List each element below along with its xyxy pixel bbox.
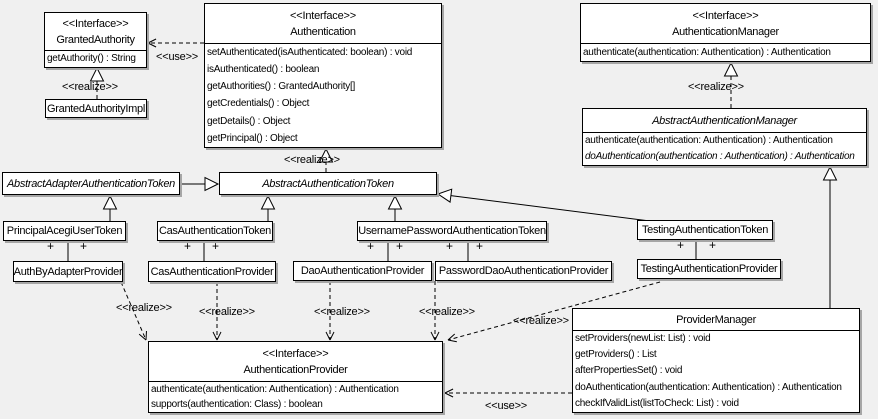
class-name: AuthenticationProvider — [243, 363, 348, 376]
realize-testingprovider-to-authenticationprovider — [447, 281, 661, 343]
edge-label-realize: <<realize>> — [116, 302, 172, 314]
class-name: CasAuthenticationToken — [158, 225, 272, 237]
class-name: GrantedAuthorityImpl — [47, 102, 145, 115]
association-plus-marker: + — [47, 239, 55, 253]
class-name: ProviderManager — [676, 313, 756, 326]
association-plus-marker: + — [184, 239, 192, 253]
class-cas-authentication-token[interactable]: CasAuthenticationToken — [157, 221, 273, 241]
class-stereotype: <<Interface>> — [62, 17, 129, 30]
class-stereotype: <<Interface>> — [290, 9, 356, 22]
gen-castoken-to-abstracttoken — [260, 194, 276, 221]
realize-casprovider-to-authenticationprovider — [212, 282, 222, 341]
gen-abstractadaptertoken-to-abstracttoken — [180, 176, 220, 192]
association-plus-marker: + — [80, 239, 88, 253]
realize-passworddaoprovider-to-authenticationprovider — [430, 281, 440, 341]
class-principal-acegi-user-token[interactable]: PrincipalAcegiUserToken — [3, 221, 126, 241]
class-name: AuthenticationManager — [672, 25, 779, 38]
class-authentication[interactable]: <<Interface>> Authentication setAuthentica… — [204, 3, 442, 148]
realize-abstracttoken-to-authentication — [318, 147, 334, 172]
class-name: AbstractAdapterAuthenticationToken — [7, 177, 175, 190]
edge-label-use: <<use>> — [485, 400, 528, 412]
method: authenticate(authentication: Authenticat… — [585, 135, 833, 146]
class-cas-authentication-provider[interactable]: CasAuthenticationProvider — [148, 261, 276, 282]
edge-label-realize: <<realize>> — [513, 315, 569, 327]
edge-label-realize: <<realize>> — [419, 306, 475, 318]
class-name: PrincipalAcegiUserToken — [6, 225, 123, 237]
class-name: PasswordDaoAuthenticationProvider — [438, 265, 609, 277]
class-testing-authentication-provider[interactable]: TestingAuthenticationProvider — [637, 259, 781, 279]
use-providermanager-to-authenticationprovider — [444, 388, 572, 398]
class-name: DaoAuthenticationProvider — [300, 265, 425, 277]
method: isAuthenticated() : boolean — [207, 64, 320, 76]
gen-testingtoken-to-abstracttoken — [436, 188, 651, 222]
method: getAuthorities() : GrantedAuthority[] — [207, 81, 356, 93]
method: authenticate(authentication: Authenticat… — [583, 47, 831, 58]
association-plus-marker: + — [212, 239, 220, 253]
method: getPrincipal() : Object — [207, 132, 298, 144]
method: getDetails() : Object — [207, 115, 291, 127]
association-plus-marker: + — [709, 238, 717, 252]
class-abstract-adapter-authentication-token[interactable]: AbstractAdapterAuthenticationToken — [2, 172, 180, 195]
method: checkIfValidList(listToCheck: List) : vo… — [575, 397, 739, 409]
class-stereotype: <<Interface>> — [692, 9, 759, 22]
method: getProviders() : List — [575, 349, 657, 361]
class-name: Authentication — [290, 25, 356, 38]
edge-label-realize: <<realize>> — [688, 81, 744, 93]
class-name: AuthByAdapterProvider — [13, 265, 123, 278]
edge-label-use: <<use>> — [156, 51, 199, 63]
method: authenticate(authentication: Authenticat… — [151, 384, 399, 395]
association-plus-marker: + — [446, 239, 454, 253]
class-password-dao-authentication-provider[interactable]: PasswordDaoAuthenticationProvider — [435, 261, 612, 281]
association-plus-marker: + — [396, 239, 404, 253]
method: supports(authentication: Class) : boolea… — [151, 399, 323, 410]
gen-providermanager-to-abstractmanager — [822, 165, 838, 308]
class-dao-authentication-provider[interactable]: DaoAuthenticationProvider — [293, 261, 432, 281]
association-plus-marker: + — [476, 239, 484, 253]
class-testing-authentication-token[interactable]: TestingAuthenticationToken — [637, 220, 773, 240]
class-granted-authority[interactable]: <<Interface>> GrantedAuthority getAuthorit… — [44, 12, 147, 68]
realize-grantedauthorityimpl-to-grantedauthority — [89, 66, 105, 99]
class-name: TestingAuthenticationProvider — [640, 263, 778, 275]
method: setProviders(newList: List) : void — [575, 333, 711, 344]
gen-principaltoken-to-abstractadaptertoken — [102, 194, 118, 221]
class-name: TestingAuthenticationToken — [641, 224, 769, 236]
class-stereotype: <<Interface>> — [262, 347, 329, 360]
class-name: UsernamePasswordAuthenticationToken — [358, 225, 546, 237]
class-name: AbstractAuthenticationManager — [652, 114, 797, 127]
edge-label-realize: <<realize>> — [314, 306, 370, 318]
class-abstract-authentication-token[interactable]: AbstractAuthenticationToken — [219, 172, 437, 195]
class-granted-authority-impl[interactable]: GrantedAuthorityImpl — [45, 99, 147, 118]
class-name: AbstractAuthenticationToken — [262, 177, 394, 190]
method: setAuthenticated(isAuthenticated: boolea… — [207, 47, 413, 58]
method: doAuthentication(authentication : Authen… — [585, 151, 855, 162]
gen-usernamepasswordtoken-to-abstracttoken — [387, 194, 403, 221]
edge-label-realize: <<realize>> — [284, 154, 340, 166]
realize-daoprovider-to-authenticationprovider — [325, 281, 335, 341]
realize-abstractmanager-to-authenticationmanager — [723, 61, 739, 108]
method: afterPropertiesSet() : void — [575, 365, 683, 377]
realize-authbyadapterprovider-to-authenticationprovider — [120, 281, 147, 341]
class-auth-by-adapter-provider[interactable]: AuthByAdapterProvider — [13, 261, 123, 282]
method: getAuthority() : String — [47, 53, 136, 64]
association-plus-marker: + — [677, 238, 685, 252]
class-authentication-manager[interactable]: <<Interface>> AuthenticationManager authen… — [580, 3, 871, 62]
method: getCredentials() : Object — [207, 98, 310, 110]
class-abstract-authentication-manager[interactable]: AbstractAuthenticationManager authenticat… — [582, 108, 867, 166]
class-provider-manager[interactable]: ProviderManager setProviders(newList: Lis… — [572, 308, 860, 413]
class-name: CasAuthenticationProvider — [150, 265, 274, 278]
class-name: GrantedAuthority — [56, 33, 135, 46]
class-authentication-provider[interactable]: <<Interface>> AuthenticationProvider authe… — [148, 341, 443, 413]
edge-label-realize: <<realize>> — [62, 81, 118, 93]
edge-label-realize: <<realize>> — [199, 306, 255, 318]
association-plus-marker: + — [367, 239, 375, 253]
use-authentication-to-grantedauthority — [147, 38, 204, 48]
method: doAuthentication(authentication: Authent… — [575, 381, 842, 393]
class-username-password-authentication-token[interactable]: UsernamePasswordAuthenticationToken — [357, 221, 547, 241]
